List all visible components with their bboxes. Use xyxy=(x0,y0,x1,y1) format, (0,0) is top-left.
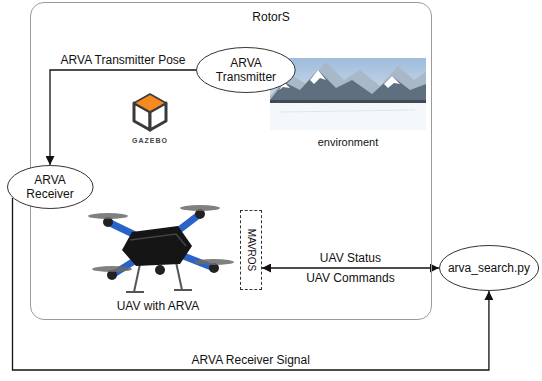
ellipse-node: arva_search.py xyxy=(439,245,539,291)
landing-leg xyxy=(176,262,182,290)
picture-caption: environment xyxy=(318,136,379,149)
ellipse-node: ARVA Receiver xyxy=(7,165,94,209)
logo-text: GAZEBO xyxy=(132,137,168,145)
shore xyxy=(270,100,426,103)
propeller xyxy=(88,213,128,219)
picture-caption: UAV with ARVA xyxy=(117,299,200,313)
body-highlight xyxy=(130,234,186,246)
propeller xyxy=(180,205,220,211)
propeller xyxy=(194,259,234,265)
ellipse-node: ARVA Transmitter xyxy=(196,47,296,93)
node-label: arva_search.py xyxy=(448,261,530,275)
uav-body xyxy=(122,226,192,266)
snow xyxy=(310,70,326,84)
landing-foot xyxy=(174,289,192,291)
landing-leg xyxy=(134,264,140,292)
ellipse-outline xyxy=(7,166,93,209)
propeller xyxy=(92,266,132,272)
snowfield xyxy=(270,103,426,130)
node-label: MAVROS xyxy=(245,229,257,272)
connector xyxy=(50,70,196,165)
snow xyxy=(384,76,400,88)
edge-label: UAV Status xyxy=(318,251,383,265)
gazebo-logo xyxy=(134,94,166,130)
ellipse-outline xyxy=(439,246,538,291)
camera xyxy=(155,265,165,275)
container-title: RotorS xyxy=(252,10,289,24)
node-label: ARVA Transmitter xyxy=(212,56,280,84)
snow-ridge xyxy=(280,110,415,112)
connector xyxy=(262,267,439,268)
ellipse-outline xyxy=(197,48,296,93)
uav-picture xyxy=(88,205,234,292)
landing-foot xyxy=(126,291,144,293)
logo-top xyxy=(134,94,166,112)
edge-label: UAV Commands xyxy=(304,271,396,285)
node-label: ARVA Receiver xyxy=(22,173,78,201)
edge-label: ARVA Receiver Signal xyxy=(190,353,312,367)
interface-box: MAVROS xyxy=(240,210,262,290)
edge-label: ARVA Transmitter Pose xyxy=(59,53,188,67)
connector xyxy=(13,198,489,370)
